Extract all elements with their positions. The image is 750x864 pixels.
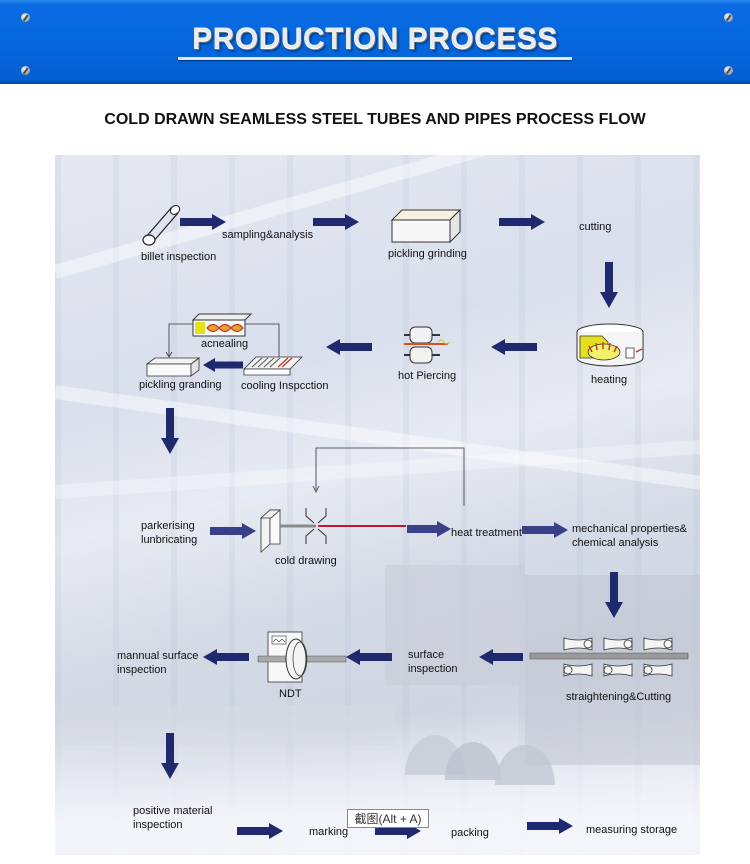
arrow-down-icon (600, 262, 618, 308)
process-flow-diagram (55, 155, 700, 855)
step-billet-inspection: billet inspection (141, 251, 217, 263)
step-pmi-line2: inspection (133, 819, 183, 831)
arrow-right-icon (522, 522, 568, 538)
step-parkerising-line1: parkerising (141, 520, 195, 532)
step-mechanical-line1: mechanical properties& (572, 523, 687, 535)
step-parkerising-line2: lunbricating (141, 534, 198, 546)
annealing-furnace-icon (165, 313, 280, 360)
cooling-bed-icon (243, 356, 303, 376)
step-packing: packing (451, 827, 489, 839)
step-heating: heating (591, 374, 628, 386)
step-cold-drawing: cold drawing (275, 555, 337, 567)
arrow-left-icon (203, 649, 249, 665)
step-straightening-cutting: straightening&Cutting (566, 691, 672, 703)
step-pickling-grinding: pickling grinding (388, 248, 467, 260)
step-manual-line2: inspection (117, 664, 167, 676)
arrow-right-icon (407, 521, 451, 537)
pickling-granding-block-icon (145, 357, 200, 377)
step-surface-line2: inspection (408, 663, 458, 675)
arrow-down-icon (161, 733, 179, 779)
arrow-right-icon (237, 823, 283, 839)
step-hot-piercing: hot Piercing (398, 370, 457, 382)
page-title: PRODUCTION PROCESS (192, 22, 558, 55)
step-surface-line1: surface (408, 649, 445, 661)
step-ndt: NDT (279, 688, 302, 700)
screw-icon (724, 13, 733, 22)
straightening-rolls-icon (529, 637, 689, 677)
arrow-left-icon (491, 339, 537, 355)
step-acnealing: acnealing (201, 338, 249, 350)
arrow-down-icon (605, 572, 623, 618)
arrow-down-icon (161, 408, 179, 454)
diagram-title: COLD DRAWN SEAMLESS STEEL TUBES AND PIPE… (104, 111, 646, 128)
pickling-block-icon (390, 208, 462, 244)
step-measuring-storage: measuring storage (586, 824, 678, 836)
step-manual-line1: mannual surface (117, 650, 199, 662)
arrow-right-icon (499, 214, 545, 230)
step-pickling-granding: pickling granding (139, 379, 222, 391)
header-banner: PRODUCTION PROCESS (0, 0, 750, 84)
step-mechanical-line2: chemical analysis (572, 537, 659, 549)
arrow-right-icon (180, 214, 226, 230)
step-heat-treatment: heat treatment (451, 527, 522, 539)
ndt-machine-icon (257, 631, 347, 683)
step-pmi-line1: positive material (133, 805, 213, 817)
cold-drawing-icon (259, 447, 465, 553)
arrow-left-icon (203, 358, 243, 372)
arrow-right-icon (527, 818, 573, 834)
step-cooling-inspection: cooling Inspcction (241, 380, 329, 392)
heating-furnace-icon (576, 323, 644, 367)
screw-icon (21, 66, 30, 75)
arrow-right-icon (313, 214, 359, 230)
step-sampling-analysis: sampling&analysis (222, 229, 314, 241)
arrow-left-icon (326, 339, 372, 355)
billet-icon (142, 205, 181, 246)
piercing-rolls-icon (404, 326, 451, 364)
step-marking: marking (309, 826, 349, 838)
arrow-left-icon (346, 649, 392, 665)
step-cutting: cutting (579, 221, 612, 233)
arrow-right-icon (210, 523, 256, 539)
screenshot-shortcut-tooltip: 截图(Alt + A) (347, 809, 429, 828)
title-underline (178, 57, 572, 60)
arrow-left-icon (479, 649, 523, 665)
screw-icon (21, 13, 30, 22)
screw-icon (724, 66, 733, 75)
